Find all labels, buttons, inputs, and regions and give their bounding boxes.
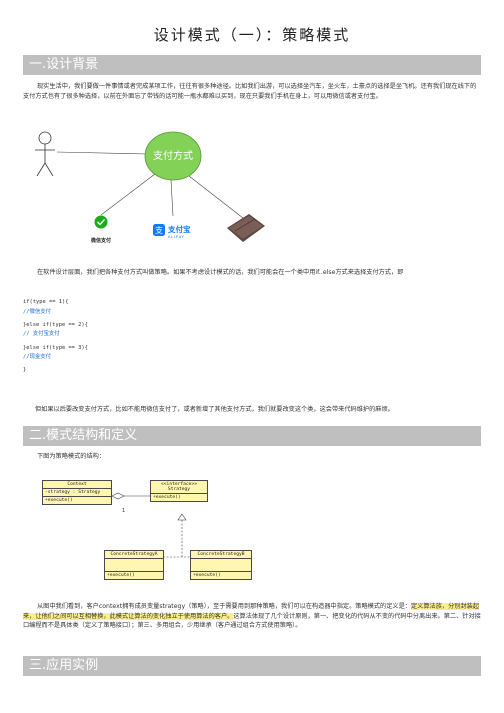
uml-strategy-header: <<interface>> Strategy [151,481,207,494]
code-line: }else if(type == 2){ [23,321,88,328]
link-wechat [100,173,156,216]
aggregation-diamond-icon [111,492,125,500]
code-line: }else if(type == 3){ [23,344,88,351]
payment-bubble-label: 支付方式 [153,149,193,162]
section-heading-background: 三.应用实例 [23,656,481,676]
code-comment-line: //现金支付 [23,354,52,361]
uml-concrete-b-method: +execute() [191,572,251,579]
link-wallet [188,175,244,219]
multiplicity-label: 1 [122,508,125,514]
uml-concrete-strategy-a: ConcreteStrategyA +execute() [104,550,164,580]
link-alipay [170,179,174,217]
realization-arrow-icon [177,513,187,521]
if-else-code-block: if(type == 1){ //微信支付 }else if(type == 2… [23,299,88,375]
uml-concrete-a-title: ConcreteStrategyA [105,551,163,559]
code-line [23,360,88,368]
code-comment-line: //微信支付 [23,308,52,315]
user-stick-figure-icon [35,131,55,177]
alipay-sub-label: ALIPAY [168,235,185,239]
code-comment-line: // 支付宝支付 [23,331,60,338]
user-to-payment-line [56,151,150,155]
maintenance-problem-paragraph: 但如果以后要改变支付方式，比如不能用微信支付了，或者新增了其他支付方式，我们就要… [35,406,394,413]
code-line [23,337,88,345]
uml-strategy-title: Strategy [167,487,191,492]
wechat-pay-label: 微信支付 [90,237,111,244]
code-line: } [23,367,27,374]
uml-concrete-b-title: ConcreteStrategyB [191,551,251,559]
uml-context-attribute: -strategy : Strategy [43,489,111,497]
code-line: if(type == 1){ [23,299,69,305]
svg-text:支: 支 [155,225,163,235]
wallet-icon [227,214,265,242]
alipay-label: 支付宝 [167,224,191,234]
uml-concrete-strategy-b: ConcreteStrategyB +execute() [190,550,252,580]
structure-intro-paragraph: 下图为策略模式的结构： [37,453,106,460]
uml-concrete-a-method: +execute() [105,572,163,579]
page-title: 设计模式（一）：策略模式 [153,26,351,44]
if-else-intro-paragraph: 在软件设计层面，我们把各种支付方式叫做策略。如果不考虑设计模式的话，我们可能会在… [37,269,404,276]
strategy-definition-paragraph: 从图中我们看到，客户context拥有成员变量strategy（策略），至于需要… [23,602,481,631]
payment-method-bubble [144,131,202,181]
section-heading-background: 一.设计背景 [23,55,481,75]
uml-context-title: Context [43,481,111,489]
uml-context-method: +execute() [43,497,111,504]
uml-context-class: Context -strategy : Strategy +execute() [42,480,112,505]
alipay-icon: 支 [153,224,165,236]
uml-strategy-method: +execute() [151,494,207,501]
payment-methods-diagram: 支付方式 微信支付 支 支付宝 ALIPAY [35,131,265,244]
wechat-pay-icon [94,215,108,229]
definition-text-after: 这算法体现了几个设计原则，第一、把变化的代码从不变的代码中分离出来。第二、针对接… [23,612,481,630]
definition-text-before: 从图中我们看到，客户context拥有成员变量strategy（策略），至于需要… [37,603,411,610]
code-line [23,314,88,322]
background-intro-paragraph: 现实生活中，我们要做一件事情或者完成某项工作，往往有很多种途径。比如我们出游，可… [23,83,477,100]
section-heading-background: 二.模式结构和定义 [23,426,481,446]
uml-strategy-interface: <<interface>> Strategy +execute() [150,480,208,502]
uml-strategy-stereotype: <<interface>> [161,482,197,487]
